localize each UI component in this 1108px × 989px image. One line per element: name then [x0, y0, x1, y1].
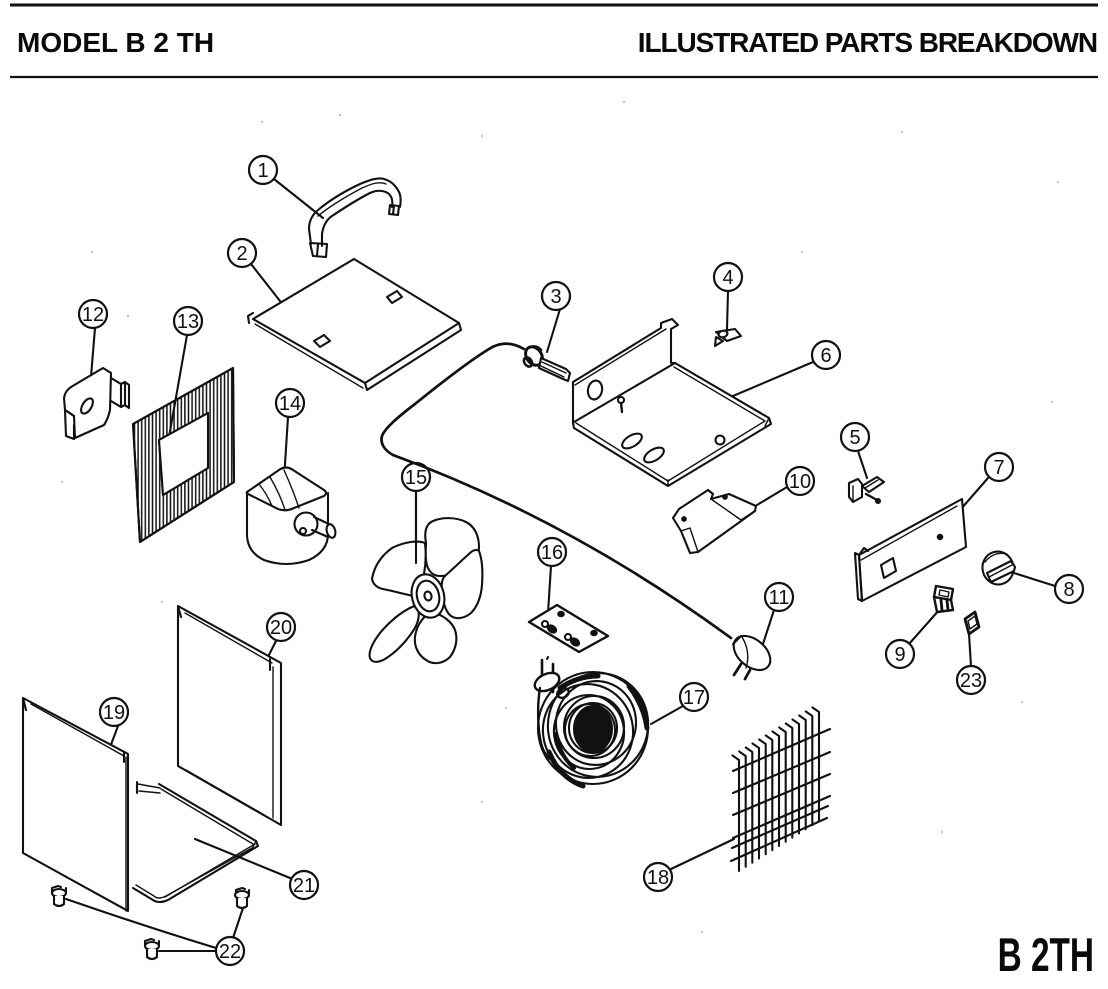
svg-text:1: 1: [257, 160, 268, 182]
svg-text:19: 19: [103, 702, 125, 724]
svg-text:6: 6: [820, 345, 831, 367]
svg-text:10: 10: [789, 471, 811, 493]
svg-text:17: 17: [683, 687, 705, 709]
svg-text:16: 16: [541, 542, 563, 564]
svg-text:7: 7: [993, 457, 1004, 479]
svg-text:22: 22: [219, 941, 241, 963]
svg-text:20: 20: [270, 617, 292, 639]
svg-text:23: 23: [960, 670, 982, 692]
svg-text:9: 9: [894, 644, 905, 666]
svg-text:12: 12: [82, 304, 104, 326]
svg-text:15: 15: [405, 467, 427, 489]
svg-text:8: 8: [1063, 579, 1074, 601]
svg-text:21: 21: [293, 875, 315, 897]
svg-text:ILLUSTRATED PARTS BREAKDOWN: ILLUSTRATED PARTS BREAKDOWN: [638, 27, 1097, 58]
svg-text:11: 11: [769, 587, 790, 609]
svg-text:13: 13: [177, 311, 199, 333]
svg-text:3: 3: [550, 286, 561, 308]
svg-text:MODEL B 2 TH: MODEL B 2 TH: [17, 27, 214, 58]
svg-text:18: 18: [647, 867, 669, 889]
svg-text:2: 2: [236, 243, 247, 265]
svg-text:4: 4: [722, 267, 733, 289]
svg-text:B 2TH: B 2TH: [998, 928, 1094, 981]
svg-text:14: 14: [279, 393, 301, 415]
svg-text:5: 5: [849, 427, 860, 449]
